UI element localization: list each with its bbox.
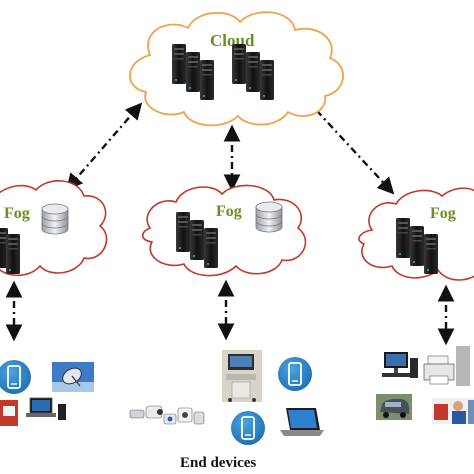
fog-label: Fog [4, 205, 30, 222]
worker-icon [432, 398, 474, 424]
desktop-pc-icon [382, 352, 418, 378]
cloud-fog-links [65, 95, 395, 195]
laptop-icon [280, 408, 324, 436]
device-group-right [376, 346, 474, 424]
medical-cart-icon [222, 350, 262, 402]
smartphone-icon [0, 359, 32, 395]
database-icon [41, 203, 69, 235]
fog-label: Fog [430, 205, 456, 222]
laptop-icon [26, 397, 66, 420]
device-group-left [0, 359, 94, 426]
fog-node-center: Fog [141, 184, 307, 277]
end-devices-caption: End devices [180, 455, 256, 471]
link-cloud-fog-left [65, 102, 143, 191]
satellite-dish-icon [52, 362, 94, 392]
server-rack-icon [0, 228, 20, 274]
database-icon [255, 201, 283, 233]
link-cloud-fog-right [302, 95, 395, 195]
cctv-cameras-icon [129, 405, 205, 425]
smartphone-icon [230, 410, 266, 446]
fog-device-links [5, 279, 455, 346]
fog-shape [141, 184, 307, 277]
fog-node-left: Fog [0, 180, 108, 277]
smartphone-icon [277, 356, 313, 392]
fog-label: Fog [216, 203, 242, 220]
printer-icon [423, 346, 470, 386]
device-group-center [129, 350, 324, 446]
camera-icon [0, 400, 18, 426]
car-icon [376, 394, 412, 420]
cloud-node: Cloud [129, 11, 344, 127]
fog-node-right: Fog [358, 187, 474, 281]
